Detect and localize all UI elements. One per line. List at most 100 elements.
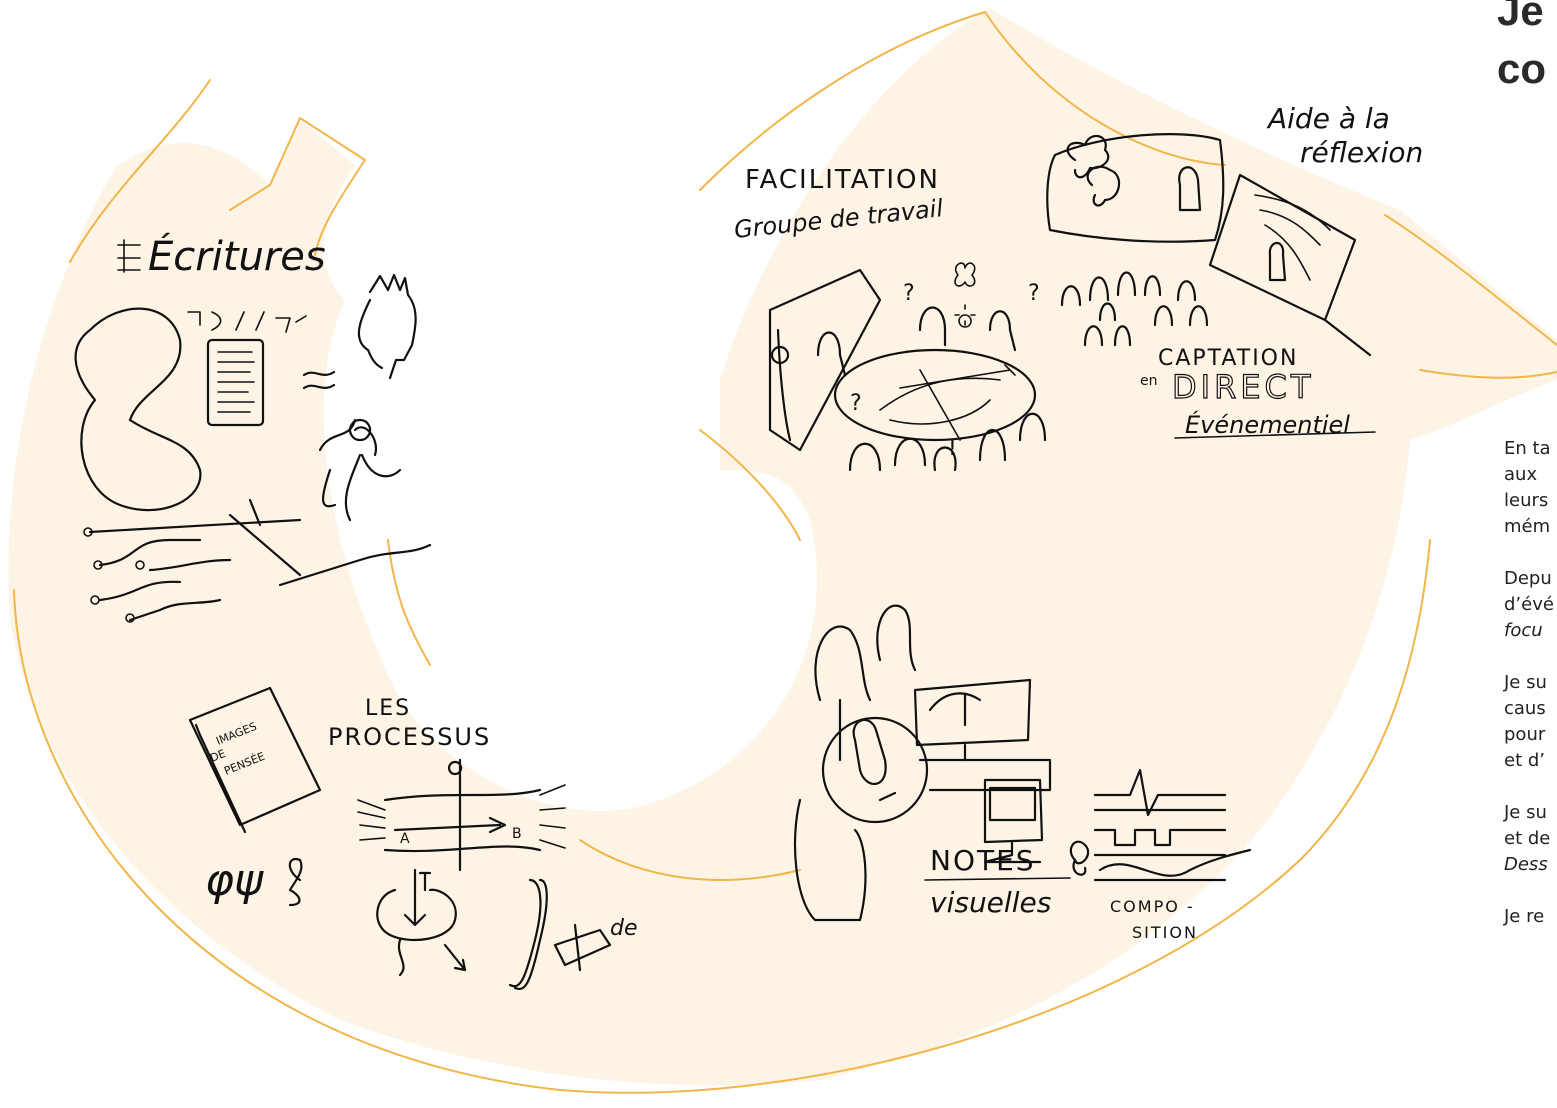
paragraph-line: d’évé [1504,594,1554,615]
exclamation-mark: ! [948,436,957,461]
circuit-lines [88,498,432,622]
paragraph-line: Je su [1504,802,1547,823]
document-icon [206,338,265,427]
wave-symbol [302,370,336,390]
facilitation-title: FACILITATION [745,165,940,195]
processus-label-line1: LES [365,696,411,721]
desk-monitor-icon [913,678,1032,762]
paragraph-line: aux [1504,464,1538,485]
circuit-node-3 [90,595,100,605]
intro-paragraph-4: Je su et de Dess [1504,800,1557,878]
panel-figure-icon [1268,241,1287,282]
book-icon [188,686,322,834]
captation-direct-label: DIRECT [1172,368,1314,406]
flow-label-a: A [400,831,410,847]
participant-figures-top [816,306,1017,377]
paragraph-line: Je re [1504,906,1545,927]
paragraph-line-italic: focu [1504,620,1543,641]
arrow-outline-inner-bottom [579,839,801,881]
question-mark-2: ? [1028,281,1040,306]
captation-underline [1174,431,1376,439]
ecritures-logo-icon [117,239,141,273]
captation-illustration: CAPTATION en DIRECT Événementiel [1140,346,1376,439]
thought-bubble-icon [1066,134,1121,207]
gear-icon [954,304,976,328]
captation-en-label: en [1140,373,1158,389]
arrow-outline-inner-left [387,539,431,666]
question-mark-3: ? [850,391,862,416]
discussion-table [833,348,1037,442]
page-heading-line-2: co [1497,45,1547,92]
paragraph-line: et de [1504,828,1551,849]
ecritures-label: Écritures [148,232,326,280]
arrow-outline-top [699,11,1226,191]
chair-icon [793,798,867,922]
document-lines [217,351,255,413]
head-profile-icon [357,273,417,380]
arrow-outline-tip-right [1384,214,1557,346]
notes-label-line2: visuelles [930,886,1051,919]
aide-label-line1: Aide à la [1266,102,1390,135]
panel-waves [1254,194,1331,281]
circular-arrow-background [8,8,1557,1086]
notes-underline [924,877,1071,881]
spiral-arrow-icon [376,868,467,977]
screen-frame [1046,133,1225,243]
arrow-outline-left [69,79,211,263]
notes-illustration: NOTES visuelles [793,604,1071,922]
person-seated-icon [852,718,897,802]
ecritures-illustration: Écritures [74,232,432,623]
audio-waveform-icon [1093,768,1252,882]
paragraph-line-italic: Dess [1504,854,1548,875]
intro-paragraph-2: Depu d’évé focu [1504,566,1557,644]
map-shape [74,307,202,512]
page-heading: Je co [1497,0,1546,98]
composition-label-line1: COMPO - [1110,897,1195,916]
paragraph-line: En ta [1504,438,1551,459]
person-on-screen-icon [1178,166,1202,212]
circuit-node-4 [135,560,145,570]
composition-illustration: COMPO - SITION [1069,768,1252,942]
intro-paragraph-5: Je re [1504,904,1557,930]
discussion-arrows [879,364,1016,441]
g-vector-symbol [288,857,303,907]
page-heading-line-1: Je [1497,0,1544,34]
aide-illustration: Aide à la réflexion [1046,102,1423,357]
flow-arrow-diagram [383,758,542,872]
circuit-node-5 [125,613,135,623]
paragraph-line: pour [1504,724,1546,745]
arrow-outline-tip-left [229,117,366,256]
captation-label-line1: CAPTATION [1158,346,1298,371]
arrow-outline-right [1419,369,1557,379]
paragraph-line: caus [1504,698,1546,719]
integral-symbol [508,878,612,990]
flower-icon [954,262,976,287]
composition-label-line2: SITION [1132,923,1198,942]
paragraph-line: et d’ [1504,750,1546,771]
arrow-outline-bottom [13,539,1431,1094]
notes-label-line1: NOTES [930,844,1036,877]
camera-lens-icon [770,345,790,365]
treble-clef-icon [1069,840,1090,876]
flow-label-b: B [512,826,522,842]
paragraph-line: mém [1504,516,1551,537]
round-table-icon [821,716,929,824]
flow-hatching [357,784,566,849]
circuit-node-1 [83,527,93,537]
paragraph-line: Depu [1504,568,1552,589]
intro-text: En ta aux leurs mém Depu d’évé focu Je s… [1504,436,1557,956]
aide-label-line2: réflexion [1300,136,1423,169]
participant-figures-bottom [848,412,1047,472]
book-title-line2: DE [208,747,227,765]
intro-paragraph-3: Je su caus pour et d’ [1504,670,1557,774]
question-mark-1: ? [903,281,915,306]
whiteboard-frame [768,268,882,452]
processus-illustration: LES PROCESSUS IMAGES DE PENSÉE φψ A B de [188,686,638,990]
runner-figure-icon [318,418,402,522]
ecritures-glyphs [187,311,307,333]
standing-figures [814,604,917,762]
intro-paragraph-1: En ta aux leurs mém [1504,436,1557,540]
audience-figures [1060,271,1209,347]
psi-symbols: φψ [205,855,264,906]
